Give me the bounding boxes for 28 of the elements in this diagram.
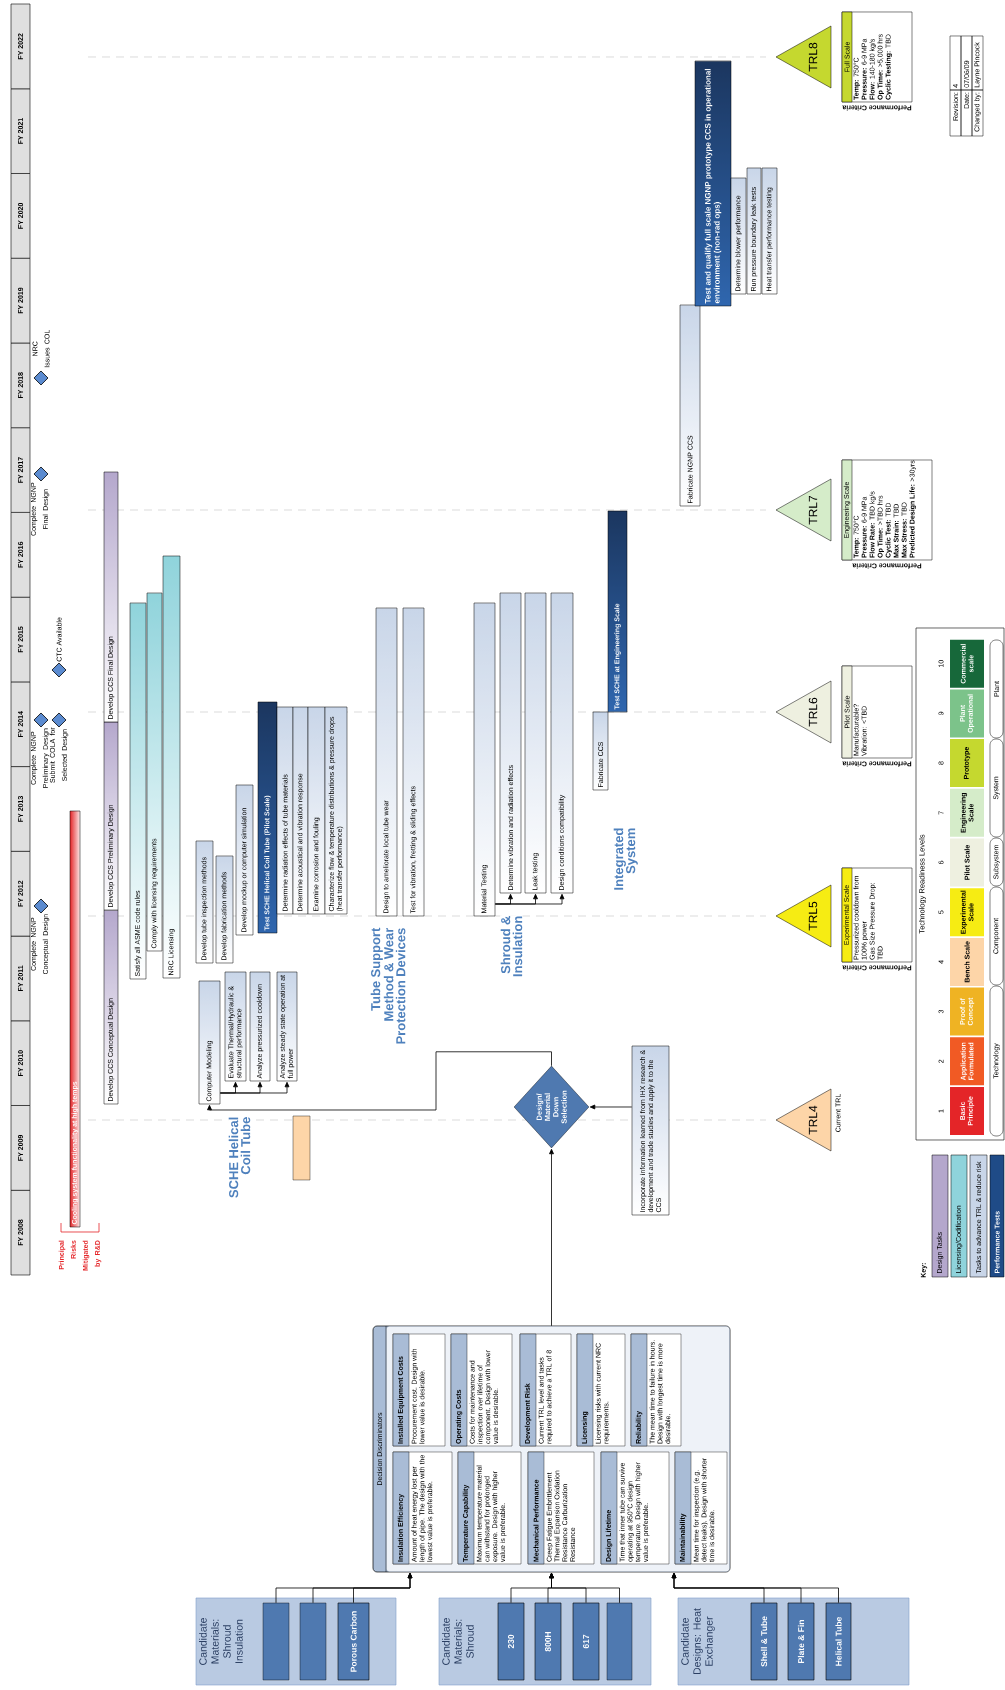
arrow: [353, 1572, 413, 1604]
candidate-box: [262, 1602, 290, 1681]
candidate-box: [299, 1602, 327, 1681]
candidate-box: Shell & Tube: [750, 1602, 778, 1681]
arrow: [671, 1572, 839, 1604]
section-title: SCHE Helical Coil Tube: [228, 1116, 251, 1208]
candidate-box: 230: [497, 1602, 525, 1681]
arrow: [207, 1051, 552, 1111]
trl-triangle: TRL4: [775, 1088, 832, 1152]
trl-triangle: TRL8: [775, 25, 832, 89]
section-title: Shroud & Insulation: [500, 915, 523, 999]
arrow: [219, 1081, 290, 1094]
arrow: [494, 893, 565, 905]
trl-triangle: TRL6: [775, 680, 832, 744]
arrow: [589, 1104, 633, 1110]
candidate-box: 800H: [534, 1602, 562, 1681]
section-title: Tube Support Method & Wear Protection Devices: [370, 927, 406, 1047]
trl-triangle: TRL5: [775, 884, 832, 948]
candidate-box: Porous Carbon: [337, 1602, 370, 1681]
candidate-box: Helical Tube: [825, 1602, 852, 1681]
section-title: Integrated System: [613, 827, 639, 911]
candidate-box: 617: [572, 1602, 600, 1681]
material-tag: [292, 1115, 311, 1181]
candidate-box: [606, 1602, 633, 1681]
trl-triangle: TRL7: [775, 478, 832, 542]
arrow: [549, 1148, 554, 1327]
candidate-box: Plate & Fin: [787, 1602, 815, 1681]
arrow: [549, 1572, 620, 1604]
